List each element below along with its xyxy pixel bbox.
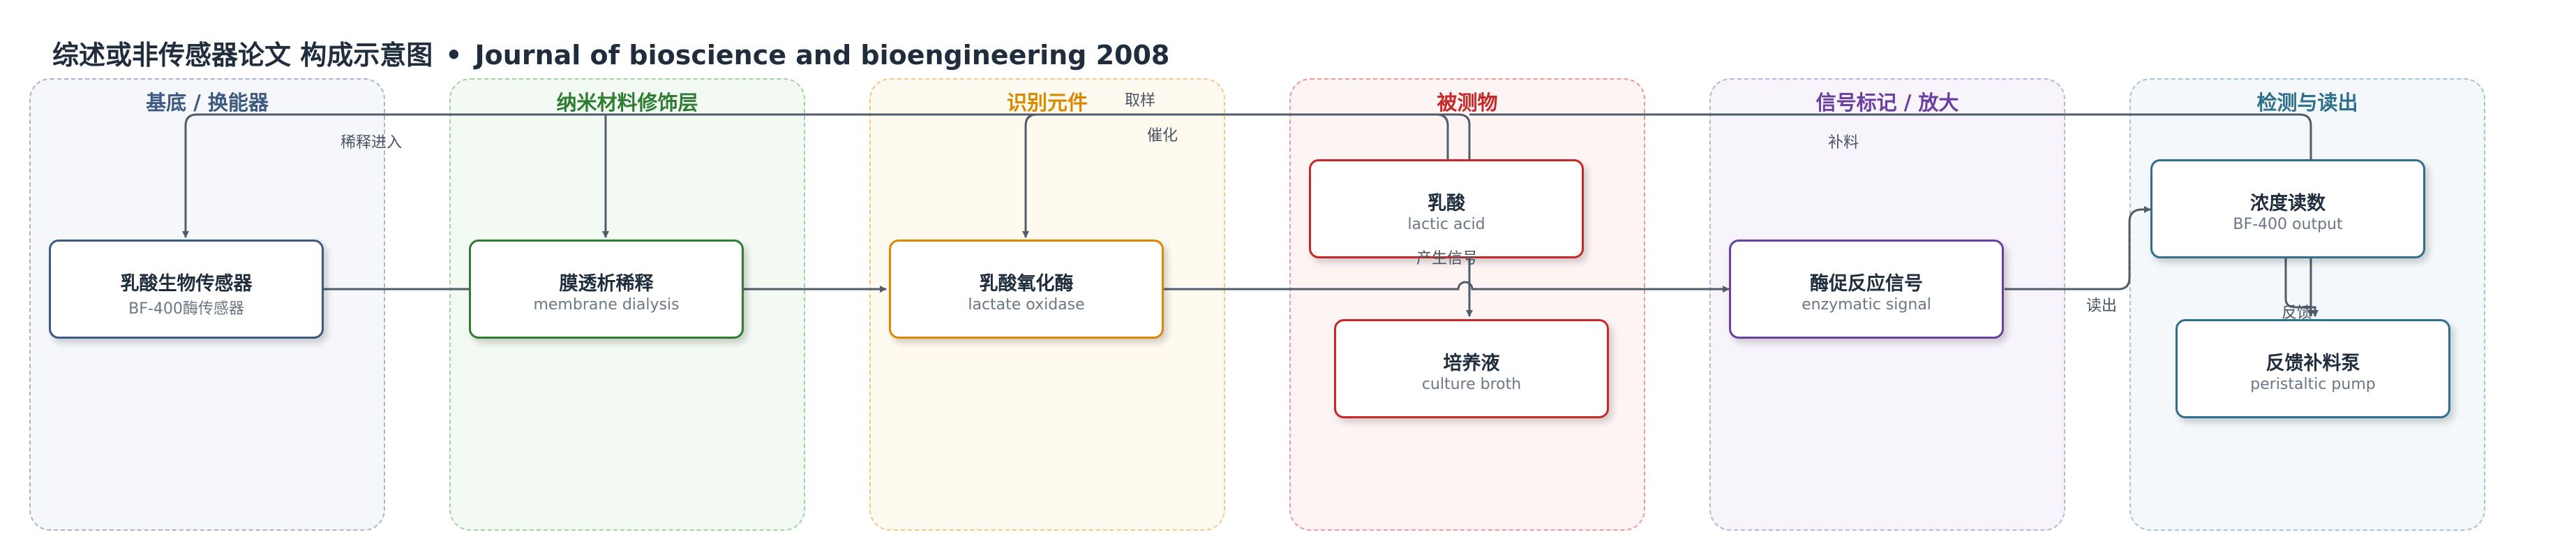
node-lactate-biosensor[interactable]: 乳酸生物传感器 BF-400酶传感器 — [49, 240, 324, 339]
edge-label-catalysis: 催化 — [1147, 127, 1178, 145]
node-subtitle: lactic acid — [1407, 216, 1485, 233]
edge-label-sampling: 取样 — [1125, 92, 1156, 110]
node-subtitle: membrane dialysis — [533, 296, 680, 314]
title-separator: • — [445, 40, 463, 71]
node-title: 酶促反应信号 — [1810, 273, 1923, 295]
title-cn: 综述或非传感器论文 构成示意图 — [52, 40, 433, 71]
edge-feedback — [2284, 258, 2319, 317]
node-subtitle: culture broth — [1421, 376, 1522, 393]
edge-label-dilute-enter: 稀释进入 — [340, 134, 403, 152]
lane-title-signal: 信号标记 / 放大 — [1815, 91, 1959, 115]
node-enzymatic-signal[interactable]: 酶促反应信号 enzymatic signal — [1729, 240, 2004, 339]
node-title: 反馈补料泵 — [2266, 353, 2360, 374]
lane-title-analyte: 被测物 — [1437, 91, 1498, 115]
node-subtitle: BF-400酶传感器 — [128, 300, 244, 318]
node-subtitle: BF-400 output — [2233, 216, 2343, 233]
lane-analyte — [1289, 78, 1645, 531]
node-subtitle: peristaltic pump — [2250, 376, 2376, 393]
lane-detection — [2129, 78, 2485, 531]
edge-read — [2005, 206, 2151, 291]
node-title: 膜透析稀释 — [559, 273, 654, 295]
node-subtitle: enzymatic signal — [1802, 296, 1931, 314]
page-title: 综述或非传感器论文 构成示意图 • Journal of bioscience an… — [52, 34, 1169, 72]
edge-label-feedback: 反馈 — [2282, 304, 2313, 322]
node-membrane-dialysis[interactable]: 膜透析稀释 membrane dialysis — [469, 240, 744, 339]
edge-label-feed: 补料 — [1828, 134, 1859, 152]
edge-feed — [1469, 113, 2314, 317]
lane-title-substrate: 基底 / 换能器 — [146, 91, 269, 115]
node-title: 乳酸 — [1428, 193, 1465, 214]
node-culture-broth[interactable]: 培养液 culture broth — [1334, 319, 1609, 418]
node-title: 浓度读数 — [2250, 193, 2326, 214]
node-title: 乳酸生物传感器 — [120, 273, 253, 295]
node-subtitle: lactate oxidase — [968, 296, 1085, 314]
edge-catalysis — [1022, 113, 1471, 238]
node-lactate-oxidase[interactable]: 乳酸氧化酶 lactate oxidase — [889, 240, 1164, 339]
lane-title-detection: 检测与读出 — [2256, 91, 2358, 115]
edge-label-produce-signal: 产生信号 — [1416, 250, 1478, 267]
edge-label-read: 读出 — [2086, 297, 2118, 315]
title-journal: Journal of bioscience and bioengineering… — [474, 40, 1170, 71]
node-title: 培养液 — [1443, 353, 1500, 374]
edge-sampling-bus — [182, 113, 1449, 238]
edge-oxidase-to-signal — [1162, 281, 1730, 293]
lane-title-nanomaterial: 纳米材料修饰层 — [556, 91, 698, 115]
node-lactic-acid[interactable]: 乳酸 lactic acid — [1309, 159, 1584, 258]
node-feedback-pump[interactable]: 反馈补料泵 peristaltic pump — [2176, 319, 2450, 418]
lane-title-recognition: 识别元件 — [1006, 91, 1088, 115]
node-concentration-readout[interactable]: 浓度读数 BF-400 output — [2150, 159, 2425, 258]
node-title: 乳酸氧化酶 — [979, 273, 1074, 295]
